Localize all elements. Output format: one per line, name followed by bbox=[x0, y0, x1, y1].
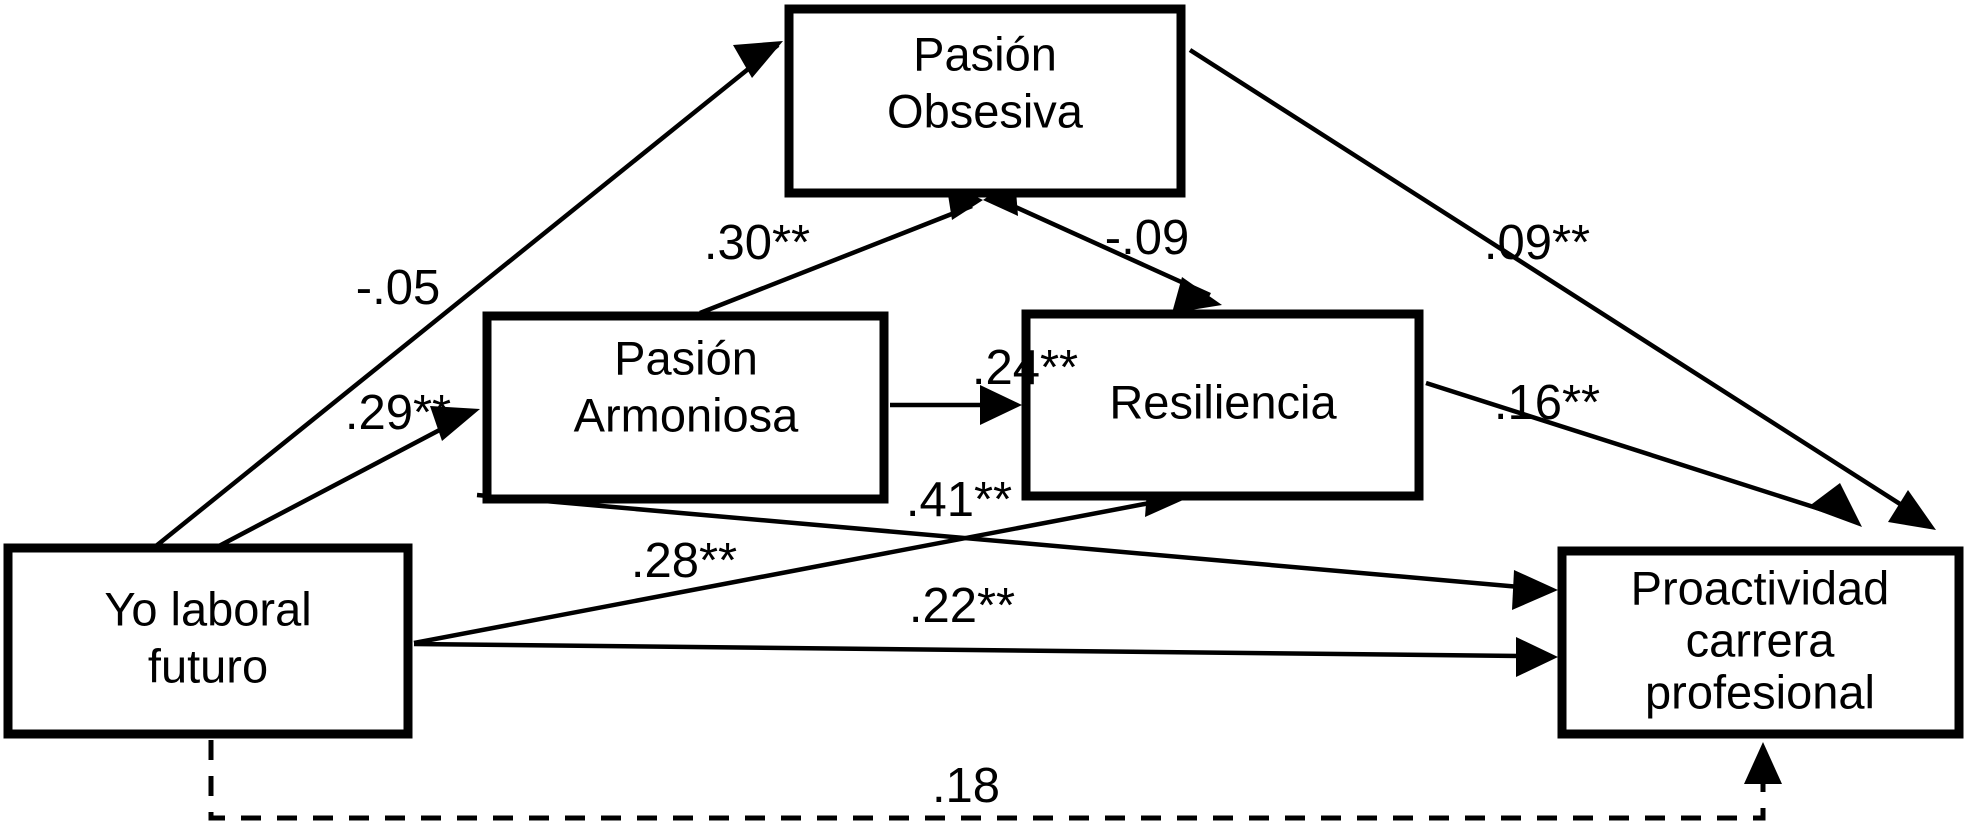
edge-yo-laboral-to-pasion-armoniosa bbox=[217, 406, 480, 548]
node-pasion-obsesiva[interactable]: Pasión Obsesiva bbox=[784, 4, 1186, 198]
edge-label-yo-laboral-to-pasion-armoniosa: .29** bbox=[345, 386, 451, 440]
edge-pasion-armoniosa-to-resiliencia bbox=[890, 385, 1022, 425]
edge-line bbox=[699, 203, 973, 316]
arrow-head-icon bbox=[1744, 742, 1782, 784]
arrow-head-icon bbox=[1516, 637, 1558, 677]
edge-line-dashed bbox=[208, 740, 1766, 821]
edge-label-pasion-obsesiva-to-proactividad: .09** bbox=[1484, 216, 1590, 270]
edge-yo-laboral-to-proactividad bbox=[413, 637, 1558, 677]
edge-label-yo-laboral-to-proactividad: .22** bbox=[909, 579, 1015, 633]
edge-line bbox=[217, 412, 472, 548]
node-label-line2: futuro bbox=[148, 639, 268, 692]
node-proactividad-carrera-profesional[interactable]: Proactividad carrera profesional bbox=[1557, 546, 1964, 739]
node-label-line2: carrera bbox=[1686, 613, 1836, 666]
arrow-head-icon bbox=[1808, 483, 1862, 527]
edge-label-resiliencia-to-proactividad: .16** bbox=[1494, 376, 1600, 430]
edge-line bbox=[1425, 380, 1849, 521]
node-label-line2: Armoniosa bbox=[574, 388, 800, 441]
node-yo-laboral-futuro[interactable]: Yo laboral futuro bbox=[3, 543, 413, 739]
edge-label-pasion-armoniosa-to-resiliencia: .24** bbox=[972, 341, 1078, 395]
edge-resiliencia-to-proactividad bbox=[1425, 380, 1862, 527]
edge-pasion-armoniosa-to-proactividad bbox=[476, 492, 1558, 610]
arrow-head-icon bbox=[1512, 570, 1558, 610]
edge-pasion-obsesiva-to-resiliencia bbox=[999, 197, 1222, 313]
edge-line bbox=[154, 43, 780, 548]
node-label-line1: Pasión bbox=[913, 27, 1057, 80]
node-box[interactable] bbox=[482, 311, 889, 504]
node-box[interactable] bbox=[1021, 309, 1424, 501]
arrow-head-icon bbox=[1172, 277, 1222, 313]
edge-label-yo-laboral-to-proactividad-dashed: .18 bbox=[932, 759, 1000, 813]
edge-pasion-obsesiva-to-proactividad bbox=[1188, 48, 1936, 530]
node-pasion-armoniosa[interactable]: Pasión Armoniosa bbox=[482, 311, 889, 504]
node-box[interactable] bbox=[3, 543, 413, 739]
edge-line bbox=[476, 492, 1521, 590]
node-label-line2: Obsesiva bbox=[887, 84, 1084, 137]
edge-line bbox=[999, 197, 1211, 298]
node-label-line1: Proactividad bbox=[1631, 561, 1890, 614]
arrow-head-icon bbox=[430, 406, 480, 441]
node-label-line1: Pasión bbox=[614, 331, 758, 384]
edge-label-yo-laboral-to-resiliencia: .28** bbox=[631, 534, 737, 588]
edge-yo-laboral-to-pasion-obsesiva bbox=[154, 41, 783, 548]
arrow-head-icon bbox=[980, 385, 1022, 425]
edge-label-yo-laboral-to-pasion-obsesiva: -.05 bbox=[356, 261, 440, 315]
edge-yo-laboral-to-proactividad-dashed bbox=[208, 740, 1782, 821]
node-label-line1: Resiliencia bbox=[1109, 375, 1337, 428]
node-label-line3: profesional bbox=[1645, 665, 1875, 718]
edge-line bbox=[413, 641, 1521, 659]
arrow-head-icon bbox=[1888, 490, 1936, 530]
edge-label-pasion-armoniosa-to-pasion-obsesiva: .30** bbox=[704, 216, 810, 270]
arrow-head-icon bbox=[733, 41, 783, 78]
node-box[interactable] bbox=[1557, 546, 1964, 739]
edge-line bbox=[413, 499, 1156, 646]
edge-line bbox=[1188, 48, 1927, 522]
node-label-line1: Yo laboral bbox=[104, 582, 311, 635]
edge-label-pasion-armoniosa-to-proactividad: .41** bbox=[906, 473, 1012, 527]
node-box[interactable] bbox=[784, 4, 1186, 198]
edge-label-pasion-obsesiva-to-resiliencia: -.09 bbox=[1105, 211, 1189, 265]
node-resiliencia[interactable]: Resiliencia bbox=[1021, 309, 1424, 501]
